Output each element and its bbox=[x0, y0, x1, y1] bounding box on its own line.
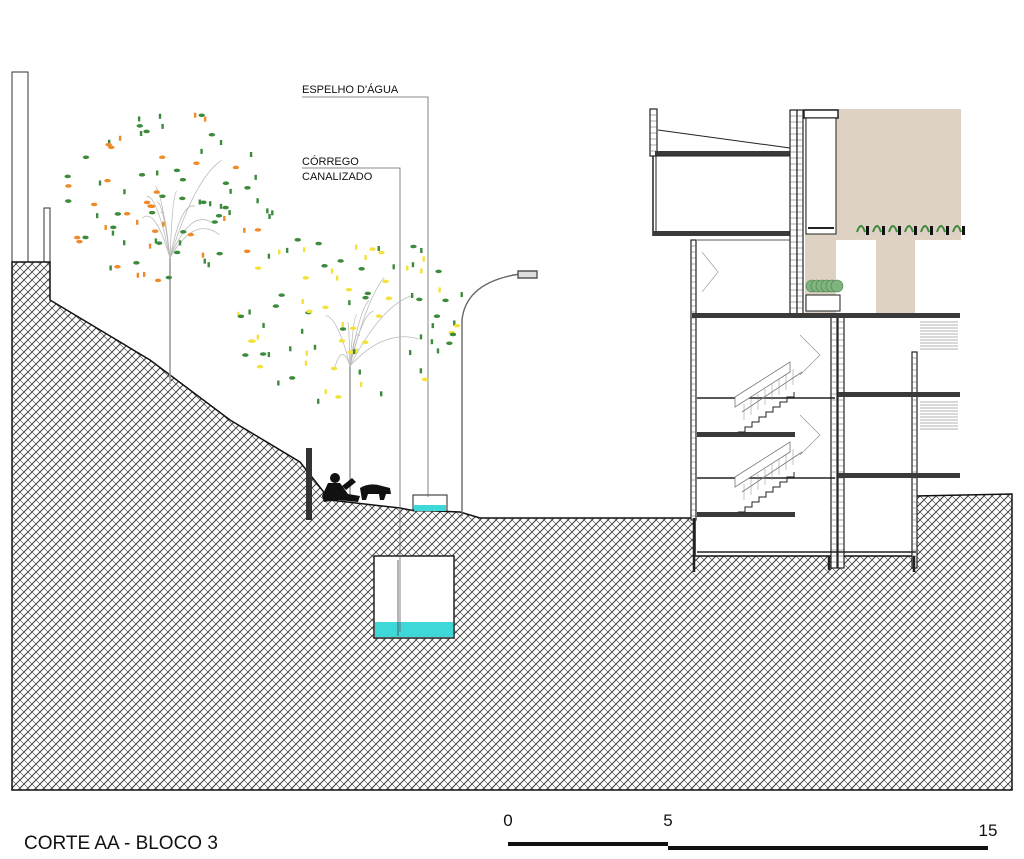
scale-tick-15: 15 bbox=[979, 821, 998, 840]
leader-lines bbox=[302, 96, 429, 632]
terrain-ground bbox=[11, 261, 1013, 791]
drawing-title: CORTE AA - BLOCO 3 bbox=[24, 833, 218, 854]
canalized-stream-box bbox=[373, 555, 455, 639]
building-section bbox=[649, 108, 965, 572]
fence-post bbox=[306, 448, 312, 520]
trees bbox=[64, 112, 463, 498]
scale-tick-5: 5 bbox=[663, 811, 672, 830]
scale-bar: 0 5 15 bbox=[503, 811, 997, 850]
label-corrego-line2: CANALIZADO bbox=[302, 171, 373, 183]
tree-icon bbox=[64, 112, 274, 384]
scale-tick-0: 0 bbox=[503, 811, 512, 830]
label-corrego-line1: CÓRREGO bbox=[302, 155, 359, 168]
tree-icon bbox=[237, 238, 463, 498]
scale-segment-0-5 bbox=[508, 842, 668, 846]
label-espelho: ESPELHO D'ÁGUA bbox=[302, 83, 399, 96]
boundary-posts bbox=[11, 71, 51, 262]
sitting-person-with-dog-icon bbox=[322, 473, 391, 502]
scale-segment-5-15 bbox=[668, 846, 988, 850]
stream-water bbox=[375, 622, 453, 637]
street-lamp-icon bbox=[461, 270, 538, 516]
reflecting-pool bbox=[412, 494, 448, 512]
